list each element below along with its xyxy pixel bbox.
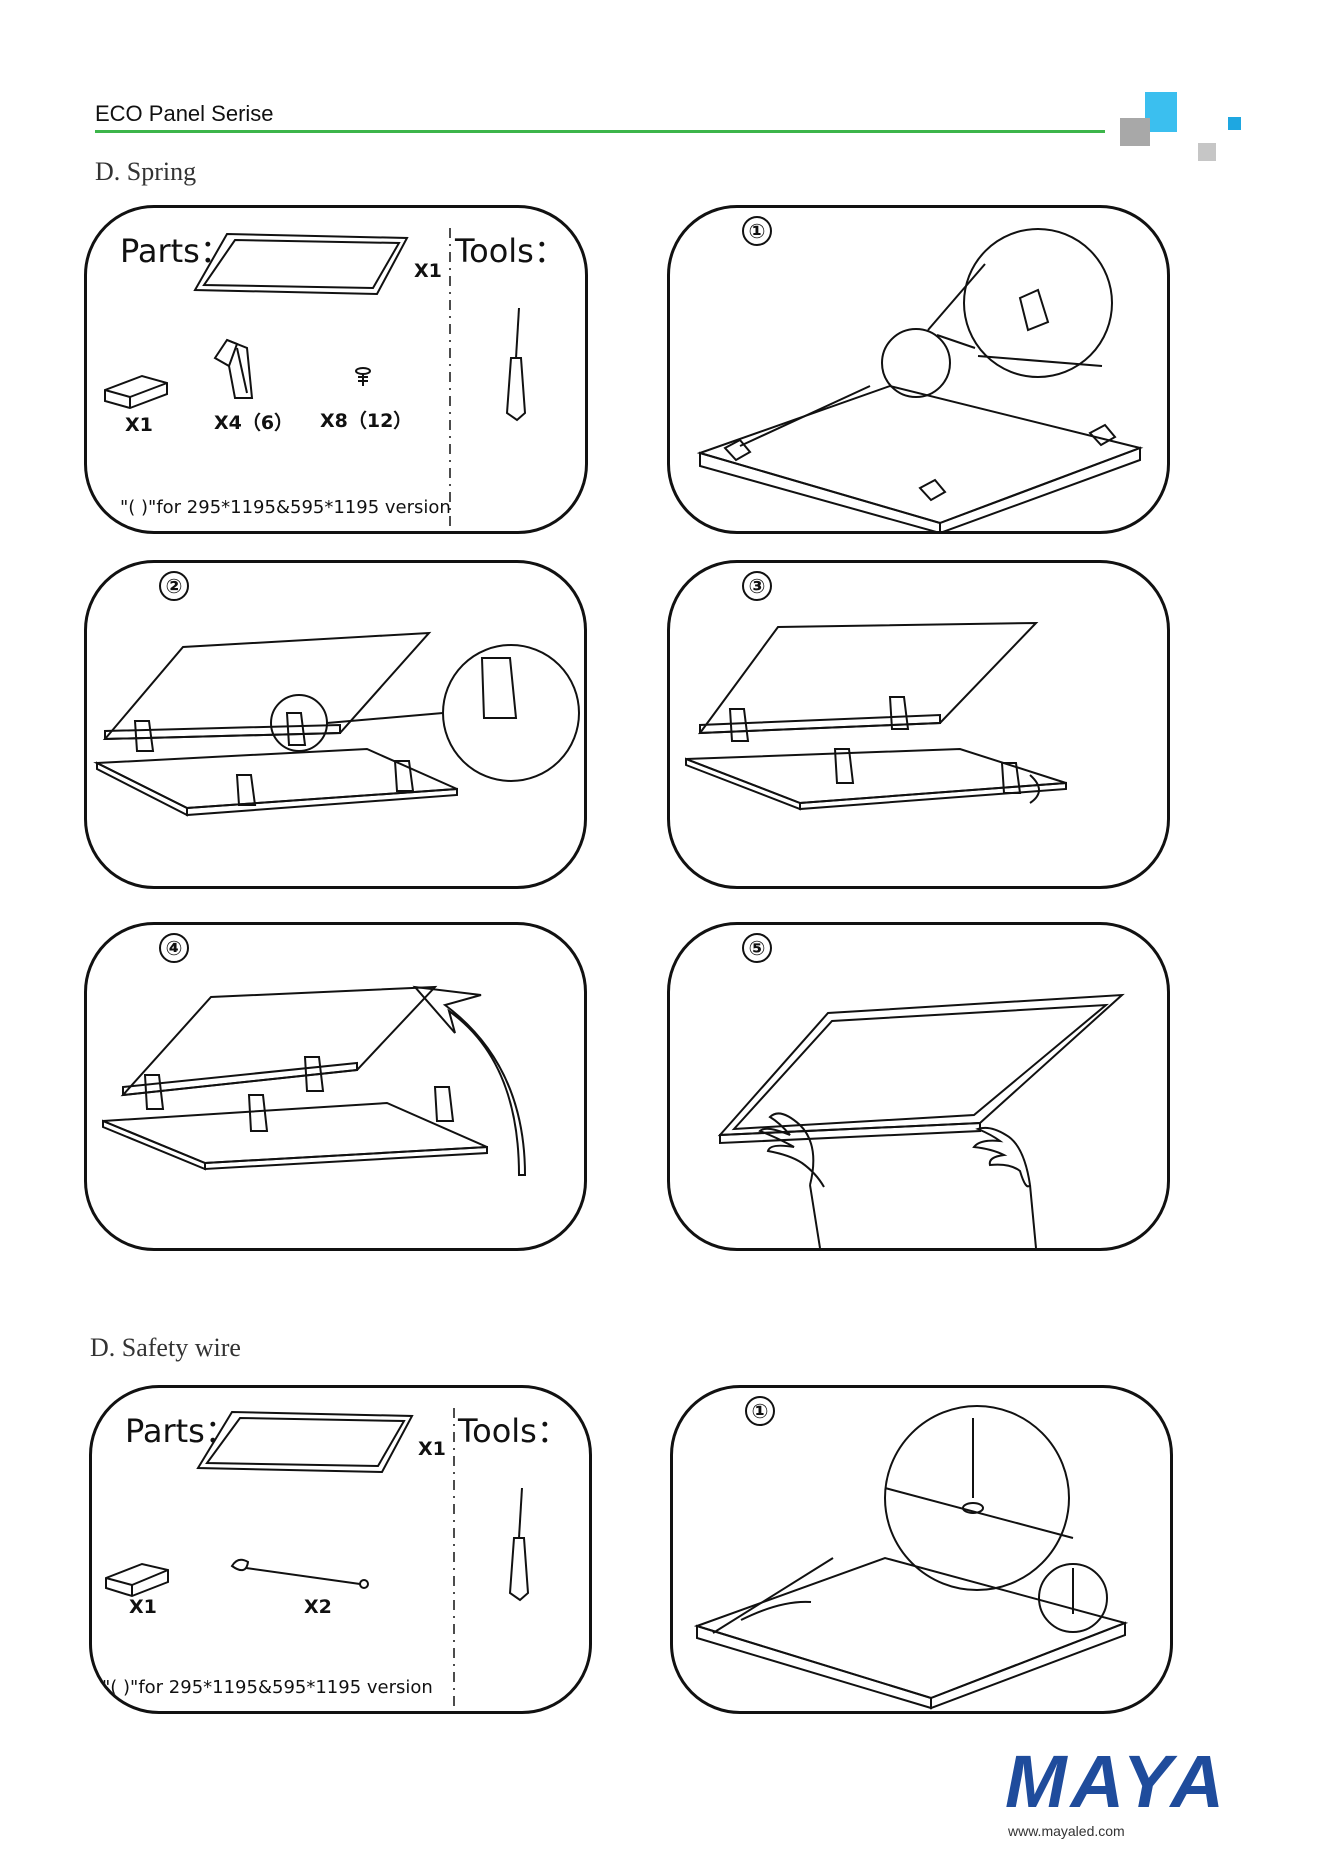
section-title-safety-wire: D. Safety wire — [90, 1333, 241, 1362]
spring-clip-icon — [285, 712, 307, 746]
step-illustration — [717, 993, 1125, 1248]
screwdriver-icon — [739, 385, 871, 447]
parts-label: Parts： — [125, 1412, 237, 1450]
step-number: ③ — [742, 571, 772, 601]
screwdriver-icon — [508, 1487, 530, 1602]
brand-url: www.mayaled.com — [1008, 1823, 1125, 1839]
spring-clip-icon — [1000, 762, 1022, 794]
screw-qty: X8（12） — [320, 410, 413, 432]
panel-qty: X1 — [414, 260, 442, 282]
parts-panel-spring: Parts： Tools： X1 X1 X4（6） X8（12） "( )"fo… — [84, 205, 588, 534]
spring-clip-icon — [1088, 423, 1117, 447]
step-panel-spring-2: ② — [84, 560, 587, 889]
step-illustration — [102, 985, 527, 1176]
spring-clip-icon — [723, 438, 752, 462]
step-illustration — [696, 228, 1144, 531]
parts-label: Parts： — [120, 232, 232, 270]
step-illustration — [685, 621, 1067, 811]
arrow-icon — [412, 985, 527, 1176]
tools-label: Tools： — [458, 1412, 569, 1450]
step-number: ④ — [159, 933, 189, 963]
hand-icon — [972, 1126, 1031, 1188]
step-number: ① — [745, 1396, 775, 1426]
arrow-icon — [1029, 774, 1040, 804]
spring-clip-icon — [728, 708, 750, 742]
driver-qty: X1 — [125, 414, 153, 436]
spring-clip-icon — [143, 1074, 165, 1110]
version-note: "( )"for 295*1195&595*1195 version — [120, 497, 451, 518]
screwdriver-icon — [712, 1557, 834, 1634]
spring-clip-icon — [433, 1086, 455, 1122]
panel-icon — [196, 1410, 414, 1474]
brand-square-gray-large — [1120, 118, 1150, 146]
tools-label: Tools： — [455, 232, 566, 270]
step-illustration — [93, 631, 580, 817]
safety-wire-icon — [740, 1600, 812, 1621]
hand-icon — [758, 1112, 825, 1188]
spring-clip-icon — [303, 1056, 325, 1092]
screwdriver-icon — [505, 307, 527, 422]
section-title-spring: D. Spring — [95, 157, 197, 186]
spring-qty: X4（6） — [214, 412, 294, 434]
parts-illustration — [105, 1408, 530, 1708]
spring-clip-icon — [918, 478, 947, 502]
spring-clip-icon — [247, 1094, 269, 1132]
spring-clip-icon — [393, 760, 415, 792]
brand-square-blue-small — [1228, 117, 1241, 130]
document-header-title: ECO Panel Serise — [95, 101, 274, 126]
step-panel-spring-5: ⑤ — [667, 922, 1170, 1251]
wire-qty: X2 — [304, 1596, 332, 1618]
version-note: "( )"for 295*1195&595*1195 version — [102, 1677, 433, 1698]
step-panel-spring-4: ④ — [84, 922, 587, 1251]
driver-box-icon — [105, 1562, 169, 1598]
step-number: ⑤ — [742, 933, 772, 963]
spring-clip-icon — [213, 338, 254, 399]
spring-clip-icon — [888, 696, 910, 730]
spring-clip-icon — [833, 748, 855, 784]
parts-illustration — [104, 228, 527, 528]
header-rule — [95, 130, 1105, 133]
parts-panel-safety-wire: Parts： Tools： X1 X1 X2 "( )"for 295*1195… — [89, 1385, 592, 1714]
spring-clip-icon — [235, 774, 257, 806]
step-panel-safety-wire-1: ① — [670, 1385, 1173, 1714]
step-panel-spring-1: ① — [667, 205, 1170, 534]
brand-square-sky — [1145, 92, 1177, 132]
safety-wire-icon — [230, 1558, 369, 1589]
spring-clip-icon — [133, 720, 155, 752]
driver-box-icon — [104, 374, 168, 410]
panel-qty: X1 — [418, 1438, 446, 1460]
step-panel-spring-3: ③ — [667, 560, 1170, 889]
step-number: ① — [742, 216, 772, 246]
brand-square-gray-small — [1198, 143, 1216, 161]
step-number: ② — [159, 571, 189, 601]
step-illustration — [693, 1405, 1129, 1710]
brand-logo: MAYA — [1005, 1740, 1228, 1823]
panel-icon — [193, 232, 409, 296]
screw-icon — [355, 367, 371, 386]
driver-qty: X1 — [129, 1596, 157, 1618]
